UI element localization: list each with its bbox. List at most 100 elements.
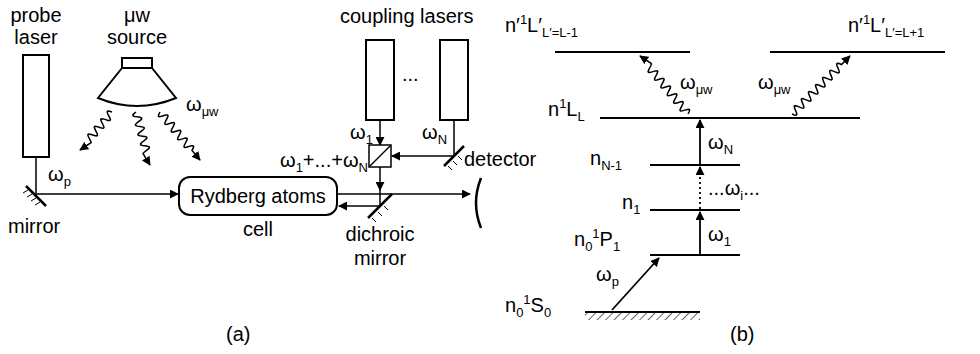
symbol-text: n <box>590 147 601 169</box>
level-label: nN-1 <box>590 146 622 174</box>
detector-curve <box>476 178 481 228</box>
symbol-text: ω <box>48 163 64 185</box>
ground-hatch <box>585 313 700 320</box>
laser-beam <box>338 193 470 195</box>
symbol-text: ω <box>350 121 366 143</box>
symbol-text: (a) <box>226 323 250 345</box>
subscript: 1 <box>296 160 303 175</box>
level-label: n′1L′L′=L+1 <box>848 12 924 41</box>
horn-antenna <box>92 56 182 112</box>
subscript: μw <box>202 104 219 119</box>
beam <box>453 120 455 156</box>
subscript: μw <box>696 82 713 97</box>
symbol-text: P <box>600 228 613 250</box>
symbol-text: n <box>505 294 516 316</box>
level-label: n1LL <box>548 96 585 125</box>
frequency-label: ωμw <box>680 70 713 98</box>
symbol-text: coupling lasers <box>340 5 473 27</box>
device-label: probe laser <box>6 4 66 48</box>
superscript: 1 <box>559 96 566 111</box>
symbol-text: n′ <box>848 14 863 36</box>
subscript: L′=L-1 <box>542 25 578 40</box>
frequency-label: ω1 <box>708 222 731 250</box>
symbol-text: ω <box>596 263 612 285</box>
symbol-text: n <box>622 191 633 213</box>
subscript: 0 <box>516 305 523 320</box>
energy-level <box>555 52 945 312</box>
mirror-symbol <box>444 146 464 170</box>
frequency-label: ...ωi... <box>708 176 760 204</box>
subscript: 1 <box>724 234 731 249</box>
frequency-label: ωμw <box>758 70 791 98</box>
symbol-text: dichroic mirror <box>346 223 415 269</box>
level-label: n1 <box>622 190 640 218</box>
beam <box>379 120 381 145</box>
subscript: p <box>64 174 71 189</box>
vapor-cell: Rydberg atomscell <box>178 176 338 216</box>
level-label: n01P1 <box>574 226 620 255</box>
superscript: 1 <box>863 12 870 27</box>
microwave-wave <box>792 56 850 115</box>
symbol-text: ... <box>402 63 419 85</box>
superscript: 1 <box>520 12 527 27</box>
subscript: μw <box>774 82 791 97</box>
symbol-text: ω <box>758 71 774 93</box>
superscript: 1 <box>592 226 599 241</box>
frequency-label: ω1+...+ωN <box>280 148 368 176</box>
symbol-text: mirror <box>8 215 60 237</box>
laser-beam <box>36 158 178 194</box>
symbol-text: n <box>548 98 559 120</box>
subscript: L′=L+1 <box>885 25 924 40</box>
symbol-text: (b) <box>730 323 754 345</box>
symbol-text: L′ <box>527 14 542 36</box>
subscript: 0 <box>544 305 551 320</box>
symbol-text: n <box>574 228 585 250</box>
panel-label: (b) <box>730 322 754 346</box>
frequency-label: ωN <box>708 130 733 158</box>
device-label: cell <box>180 218 336 240</box>
part-label: mirror <box>8 214 60 238</box>
beam <box>379 188 381 206</box>
subscript: N-1 <box>601 158 622 173</box>
symbol-text: ω <box>186 93 202 115</box>
device-label: detector <box>464 148 536 170</box>
laser-box <box>22 54 50 158</box>
panel-label: (a) <box>226 322 250 346</box>
symbol-text: ω <box>708 131 724 153</box>
dichroic-mirror-symbol <box>368 194 392 222</box>
frequency-label: ωN <box>422 120 447 148</box>
microwave-wave <box>80 111 112 150</box>
detector-plate <box>470 176 484 230</box>
laser-box <box>366 40 394 120</box>
subscript: N <box>438 132 447 147</box>
symbol-text: ...ω <box>708 177 740 199</box>
subscript: p <box>612 274 619 289</box>
laser-box <box>440 40 468 120</box>
symbol-text: ω <box>680 71 696 93</box>
cell-content: Rydberg atoms <box>190 185 326 207</box>
symbol-text: ω <box>280 149 296 171</box>
level-label: n′1L′L′=L-1 <box>505 12 578 41</box>
frequency-label: ω1 <box>350 120 373 148</box>
symbol-text: ... <box>743 177 760 199</box>
microwave-wave <box>158 112 200 160</box>
symbol-text: L <box>566 98 577 120</box>
superscript: 1 <box>523 292 530 307</box>
subscript: L <box>577 109 584 124</box>
laser-source: probe laser <box>6 4 66 158</box>
frequency-label: ωp <box>48 162 71 190</box>
symbol-text: ω <box>708 223 724 245</box>
horn-outline <box>98 58 176 106</box>
ellipsis: ... <box>402 62 419 86</box>
subscript: 1 <box>633 202 640 217</box>
symbol-text: +...+ω <box>303 149 359 171</box>
level-label: n01S0 <box>505 292 551 321</box>
part-label: dichroic mirror <box>336 222 424 270</box>
beam <box>379 167 381 190</box>
device-label: μw source <box>102 4 172 48</box>
transition-arrow <box>612 120 700 310</box>
subscript: N <box>359 160 368 175</box>
subscript: N <box>724 142 733 157</box>
